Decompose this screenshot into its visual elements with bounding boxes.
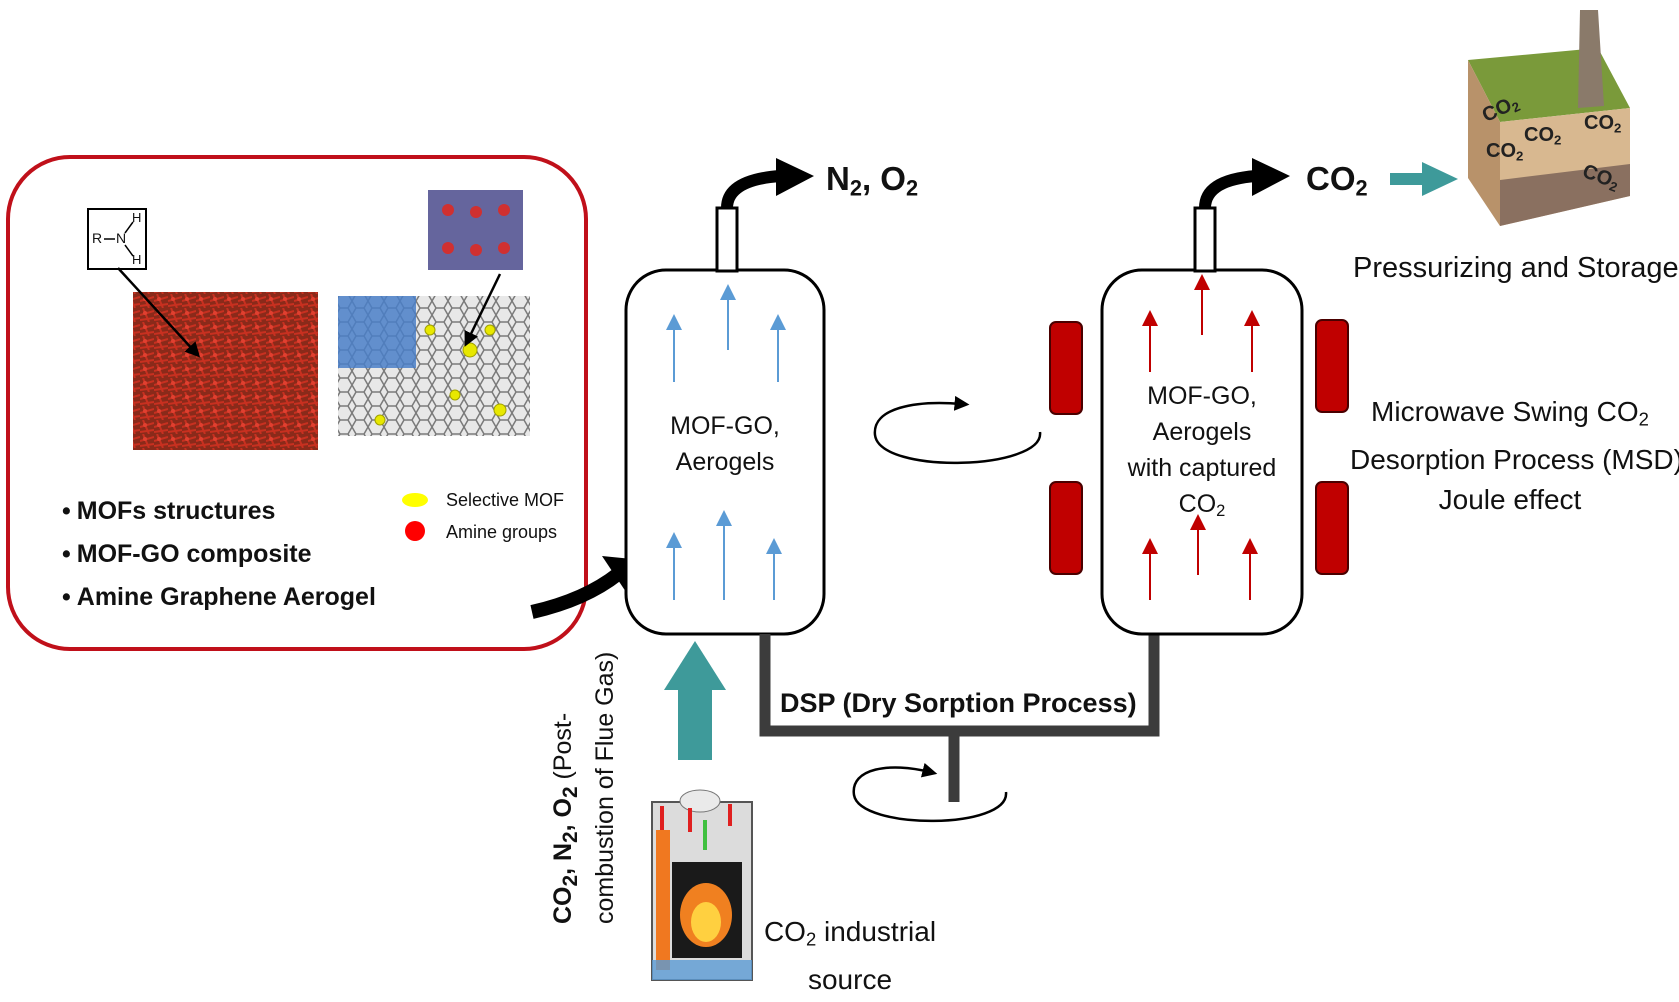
msd-line1: Microwave Swing CO2 — [1350, 392, 1670, 440]
industrial-source-line1: CO2 industrial — [760, 912, 940, 960]
amine-atom-r: R — [92, 230, 103, 246]
msd-line1-sub: 2 — [1638, 408, 1649, 430]
soil-co-sub: 2 — [1516, 148, 1524, 164]
source-industrial: industrial — [816, 916, 937, 947]
sorption-outlet-gases: N2, O2 — [826, 160, 918, 201]
flue-gas-inlet-head — [664, 641, 726, 690]
gas-n: N — [826, 160, 850, 197]
legend-amine-swatch — [405, 521, 425, 541]
pointer-arrow-mof — [464, 273, 502, 347]
amine-structure-box — [87, 208, 147, 270]
desorption-label-line1: MOF-GO, — [1147, 382, 1257, 410]
sorption-outlet-arrow — [721, 170, 781, 209]
heater-left-bottom — [1049, 481, 1083, 575]
flue-co: CO — [549, 886, 577, 925]
soil-co-sub: 2 — [1554, 132, 1562, 148]
materials-list-item: MOFs structures — [62, 490, 376, 533]
heater-left-top — [1049, 321, 1083, 415]
heater-right-top — [1315, 319, 1349, 413]
gas-n-sub: 2 — [849, 175, 862, 201]
legend-amine-label: Amine groups — [446, 522, 558, 542]
desorption-label-line4: CO2 — [1102, 486, 1302, 529]
outlet-co: CO — [1306, 160, 1356, 197]
pointer-arrow-amine — [117, 267, 201, 358]
flue-n: , N — [549, 842, 577, 875]
desorption-outlet-arrow — [1199, 170, 1257, 209]
industrial-stove — [651, 789, 753, 981]
soil-co: CO — [1486, 140, 1516, 162]
desorption-outlet-gas: CO2 — [1306, 160, 1368, 201]
industrial-source-label: CO2 industrial source — [760, 912, 940, 1000]
flue-o: , O — [549, 798, 577, 832]
amine-atom-n: N — [116, 230, 127, 246]
soil-co2-label: CO2 — [1486, 140, 1523, 163]
gas-sep: , — [861, 160, 872, 197]
flue-co-sub: 2 — [559, 874, 582, 887]
flue-gas-species: CO2, N2, O2 — [549, 786, 582, 925]
flue-gas-line1: CO2, N2, O2 (Post- — [546, 652, 588, 924]
sorption-label-line2: Aerogels — [675, 448, 775, 476]
amine-bond-h2 — [124, 244, 134, 257]
captured-co: CO — [1178, 490, 1217, 518]
sorption-column-label: MOF-GO, Aerogels — [626, 408, 824, 480]
sorption-label-line1: MOF-GO, — [670, 412, 780, 440]
storage-label: Pressurizing and Storage — [1353, 252, 1679, 284]
desorption-column-label: MOF-GO, Aerogels with captured CO2 — [1102, 378, 1302, 529]
mof-crystal-atoms — [442, 204, 510, 256]
source-co: CO — [763, 916, 806, 947]
soil-storage-cube — [1468, 10, 1630, 226]
mof-blue-crystal — [338, 296, 416, 368]
materials-panel-frame — [6, 155, 588, 651]
desorption-label-line3: with captured — [1127, 454, 1277, 482]
materials-list-item: Amine Graphene Aerogel — [62, 576, 376, 619]
desorption-red-arrows — [1142, 274, 1260, 600]
heater-right-bottom — [1315, 481, 1349, 575]
legend-selective-mof-swatch — [402, 493, 428, 507]
amine-atom-h1: H — [132, 210, 142, 225]
soil-co: CO — [1524, 124, 1554, 146]
mof-crystal-image — [428, 190, 523, 270]
rotation-arrow-bottom — [852, 762, 1008, 823]
rotation-arrow-middle — [873, 395, 1042, 464]
outlet-co-sub: 2 — [1355, 175, 1368, 201]
materials-list: MOFs structures MOF-GO composite Amine G… — [62, 490, 376, 619]
flue-n-sub: 2 — [559, 831, 582, 843]
flue-o-sub: 2 — [559, 786, 582, 799]
flue-gas-inlet-shaft — [678, 688, 712, 760]
desorption-label-line2: Aerogels — [1152, 418, 1252, 446]
soil-co2-label: CO2 — [1584, 112, 1621, 135]
msd-label: Microwave Swing CO2 Desorption Process (… — [1350, 392, 1679, 520]
msd-line1-text: Microwave Swing CO — [1371, 396, 1639, 427]
soil-co-sub: 2 — [1614, 120, 1622, 136]
flue-gas-line2: combustion of Flue Gas) — [591, 651, 619, 924]
dsp-label: DSP (Dry Sorption Process) — [780, 688, 1137, 718]
soil-co2-label: CO2 — [1524, 124, 1561, 147]
msd-line2: Desorption Process (MSD), — [1350, 443, 1679, 475]
flue-gas-label: CO2, N2, O2 (Post- combustion of Flue Ga… — [546, 652, 622, 924]
materials-list-item: MOF-GO composite — [62, 533, 376, 576]
soil-co: CO — [1584, 112, 1614, 134]
desorption-outlet-head — [1252, 158, 1290, 196]
amine-atom-h2: H — [132, 252, 142, 267]
sorption-outlet-head — [776, 158, 814, 196]
flue-gas-post: (Post- — [549, 712, 577, 787]
gas-o-sub: 2 — [905, 175, 919, 201]
desorption-column-neck — [1193, 206, 1217, 273]
amine-bond-h1 — [124, 221, 134, 234]
sorption-column-neck — [715, 206, 739, 273]
source-co-sub: 2 — [805, 928, 817, 950]
legend-selective-mof-label: Selective MOF — [446, 490, 565, 510]
msd-line3: Joule effect — [1438, 483, 1582, 515]
industrial-source-line2: source — [807, 963, 893, 995]
feed-curved-arrow — [530, 568, 623, 619]
storage-arrow-shaft — [1390, 173, 1426, 185]
captured-co-sub: 2 — [1216, 502, 1226, 521]
gas-o: O — [880, 160, 906, 197]
storage-arrow-head — [1422, 162, 1458, 196]
sorption-blue-arrows — [666, 284, 786, 600]
